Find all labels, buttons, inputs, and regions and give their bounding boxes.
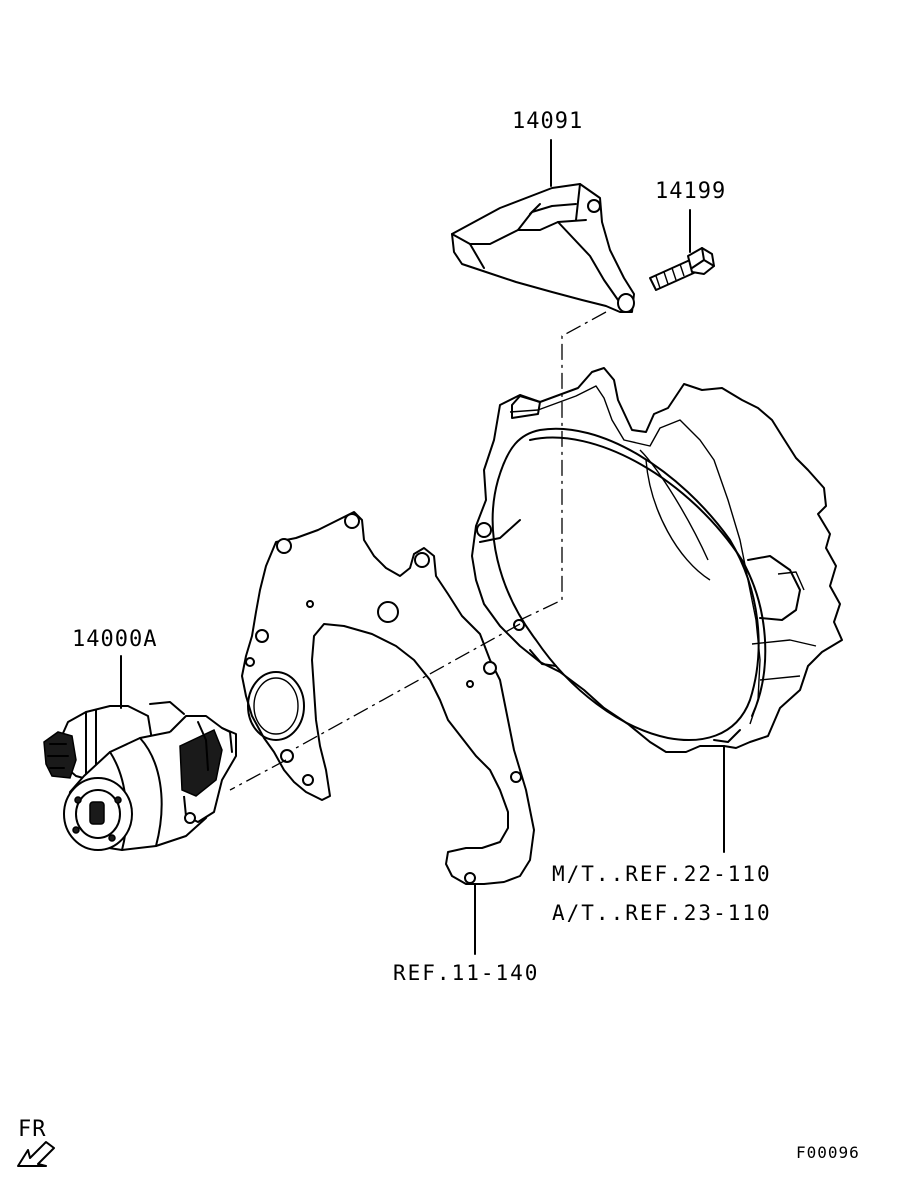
ref-housing-mt: M/T..REF.22-110 [552, 862, 772, 886]
label-bolt: 14199 [655, 179, 726, 204]
starter-motor [43, 701, 237, 851]
figure-code: F00096 [796, 1143, 860, 1162]
label-bracket: 14091 [512, 109, 583, 134]
front-direction-indicator: FR [17, 1117, 55, 1167]
bolt [649, 247, 715, 291]
label-starter: 14000A [72, 627, 157, 652]
rear-plate [241, 511, 535, 885]
ref-plate: REF.11-140 [393, 961, 539, 985]
ref-housing-at: A/T..REF.23-110 [552, 901, 772, 925]
direction-label: FR [18, 1117, 47, 1142]
bell-housing [471, 367, 843, 753]
front-arrow-icon [17, 1141, 55, 1167]
assembly-lines [229, 311, 607, 791]
leader-lines [120, 139, 725, 955]
starter-bracket [451, 183, 635, 313]
